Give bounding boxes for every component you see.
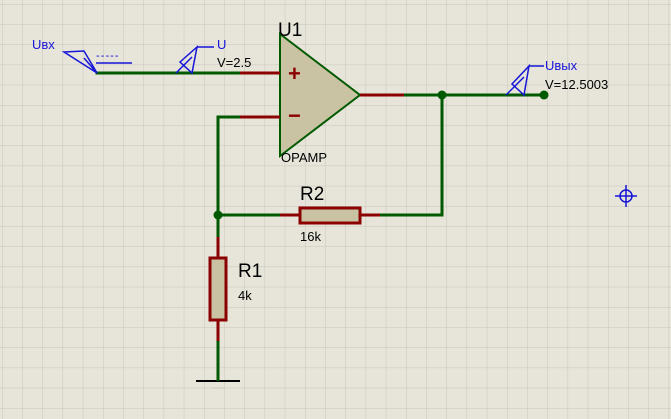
crosshair-origin-icon[interactable]	[615, 185, 637, 207]
opamp-u1[interactable]: + − U1 OPAMP	[240, 20, 404, 165]
probe-uvyh[interactable]: Uвых V=12.5003	[505, 58, 608, 97]
wire-inverting-node[interactable]	[216, 115, 242, 239]
generator-lead	[83, 57, 98, 74]
r2-value: 16k	[300, 229, 321, 244]
resistor-r2[interactable]: R2 16k	[280, 184, 380, 244]
junction-output-end[interactable]	[539, 90, 549, 100]
generator-name: Uвх	[32, 37, 55, 52]
r1-value: 4k	[238, 288, 252, 303]
r1-ref: R1	[238, 261, 262, 282]
opamp-ref: U1	[278, 20, 302, 41]
wire-feedback-right[interactable]	[360, 93, 444, 217]
voltage-probe-icon	[510, 63, 531, 97]
probe-uvyh-name: Uвых	[545, 58, 578, 73]
junction-output[interactable]	[437, 90, 447, 100]
probe-u[interactable]: U V=2.5	[175, 37, 251, 75]
ground-icon[interactable]	[196, 361, 240, 389]
generator-symbol: - - - - -	[96, 50, 119, 62]
r2-body	[298, 206, 362, 225]
r2-ref: R2	[300, 184, 324, 205]
probe-u-lead	[175, 56, 193, 74]
junction-inverting[interactable]	[213, 210, 223, 220]
opamp-minus-sign: −	[288, 103, 301, 128]
probe-uvyh-lead	[505, 76, 525, 96]
opamp-plus-sign: +	[288, 61, 301, 86]
probe-u-name: U	[217, 37, 226, 52]
generator-arrow-icon	[61, 50, 98, 74]
resistor-r1[interactable]: R1 4k	[208, 237, 262, 341]
r1-body	[208, 256, 228, 322]
opamp-type: OPAMP	[281, 150, 327, 165]
opamp-body	[279, 31, 362, 159]
voltage-probe-icon	[178, 44, 199, 75]
generator-uvx[interactable]: Uвх - - - - -	[32, 37, 132, 74]
probe-u-value: V=2.5	[217, 55, 251, 70]
probe-uvyh-value: V=12.5003	[545, 77, 608, 92]
